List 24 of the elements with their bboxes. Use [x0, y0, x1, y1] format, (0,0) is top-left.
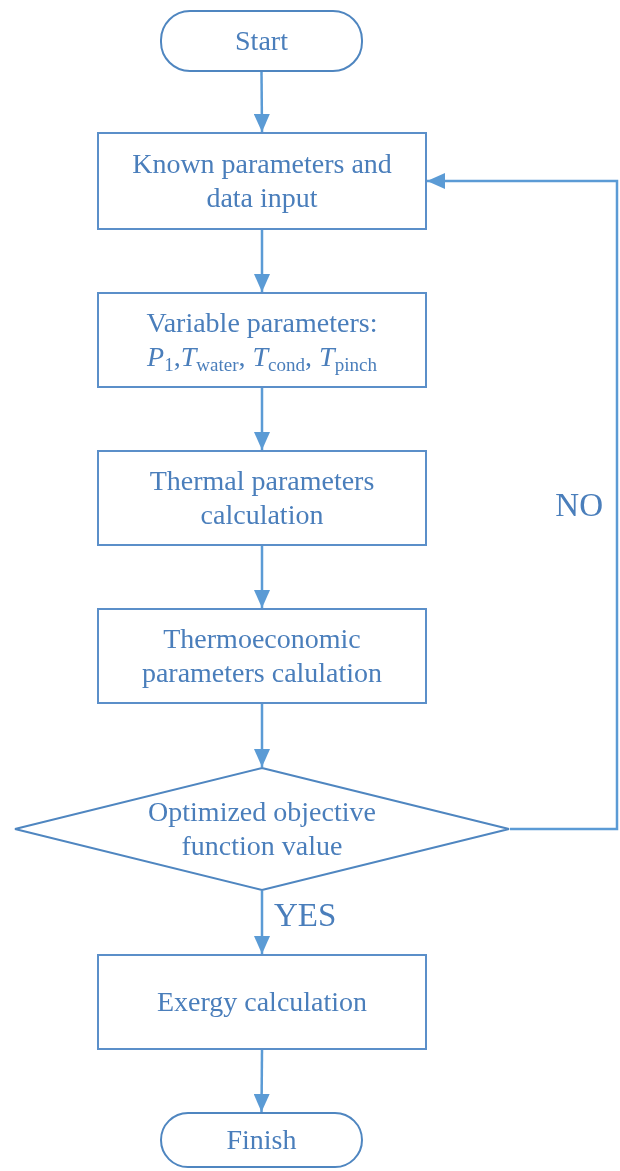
arrow — [427, 173, 619, 831]
process-box — [97, 608, 427, 704]
step-label: Thermal parameters calculation — [148, 464, 376, 532]
process-box — [97, 450, 427, 546]
process-box — [97, 954, 427, 1050]
arrow — [254, 704, 270, 767]
process-box — [97, 292, 427, 388]
arrow — [253, 1050, 270, 1112]
arrow — [254, 891, 270, 954]
arrow — [254, 388, 270, 450]
process-box — [97, 132, 427, 230]
terminator-shape — [160, 1112, 363, 1168]
step-label: Start — [235, 24, 288, 58]
arrow — [254, 230, 270, 292]
step-label: Known parameters and data input — [131, 147, 393, 215]
terminator-shape — [160, 10, 363, 72]
step-label: Exergy calculation — [156, 985, 368, 1019]
step-label: Variable parameters: P$_{1}$,T$_{water}$, T$_{cond}$, T$_{pinch}$ — [145, 306, 379, 374]
arrow — [253, 72, 270, 132]
step-label: Thermoeconomic parameters calulation — [140, 622, 384, 690]
arrow — [254, 546, 270, 608]
step-label: Finish — [226, 1123, 297, 1157]
decision-diamond — [14, 767, 510, 891]
step-label: Optimized objective function value — [147, 795, 377, 863]
